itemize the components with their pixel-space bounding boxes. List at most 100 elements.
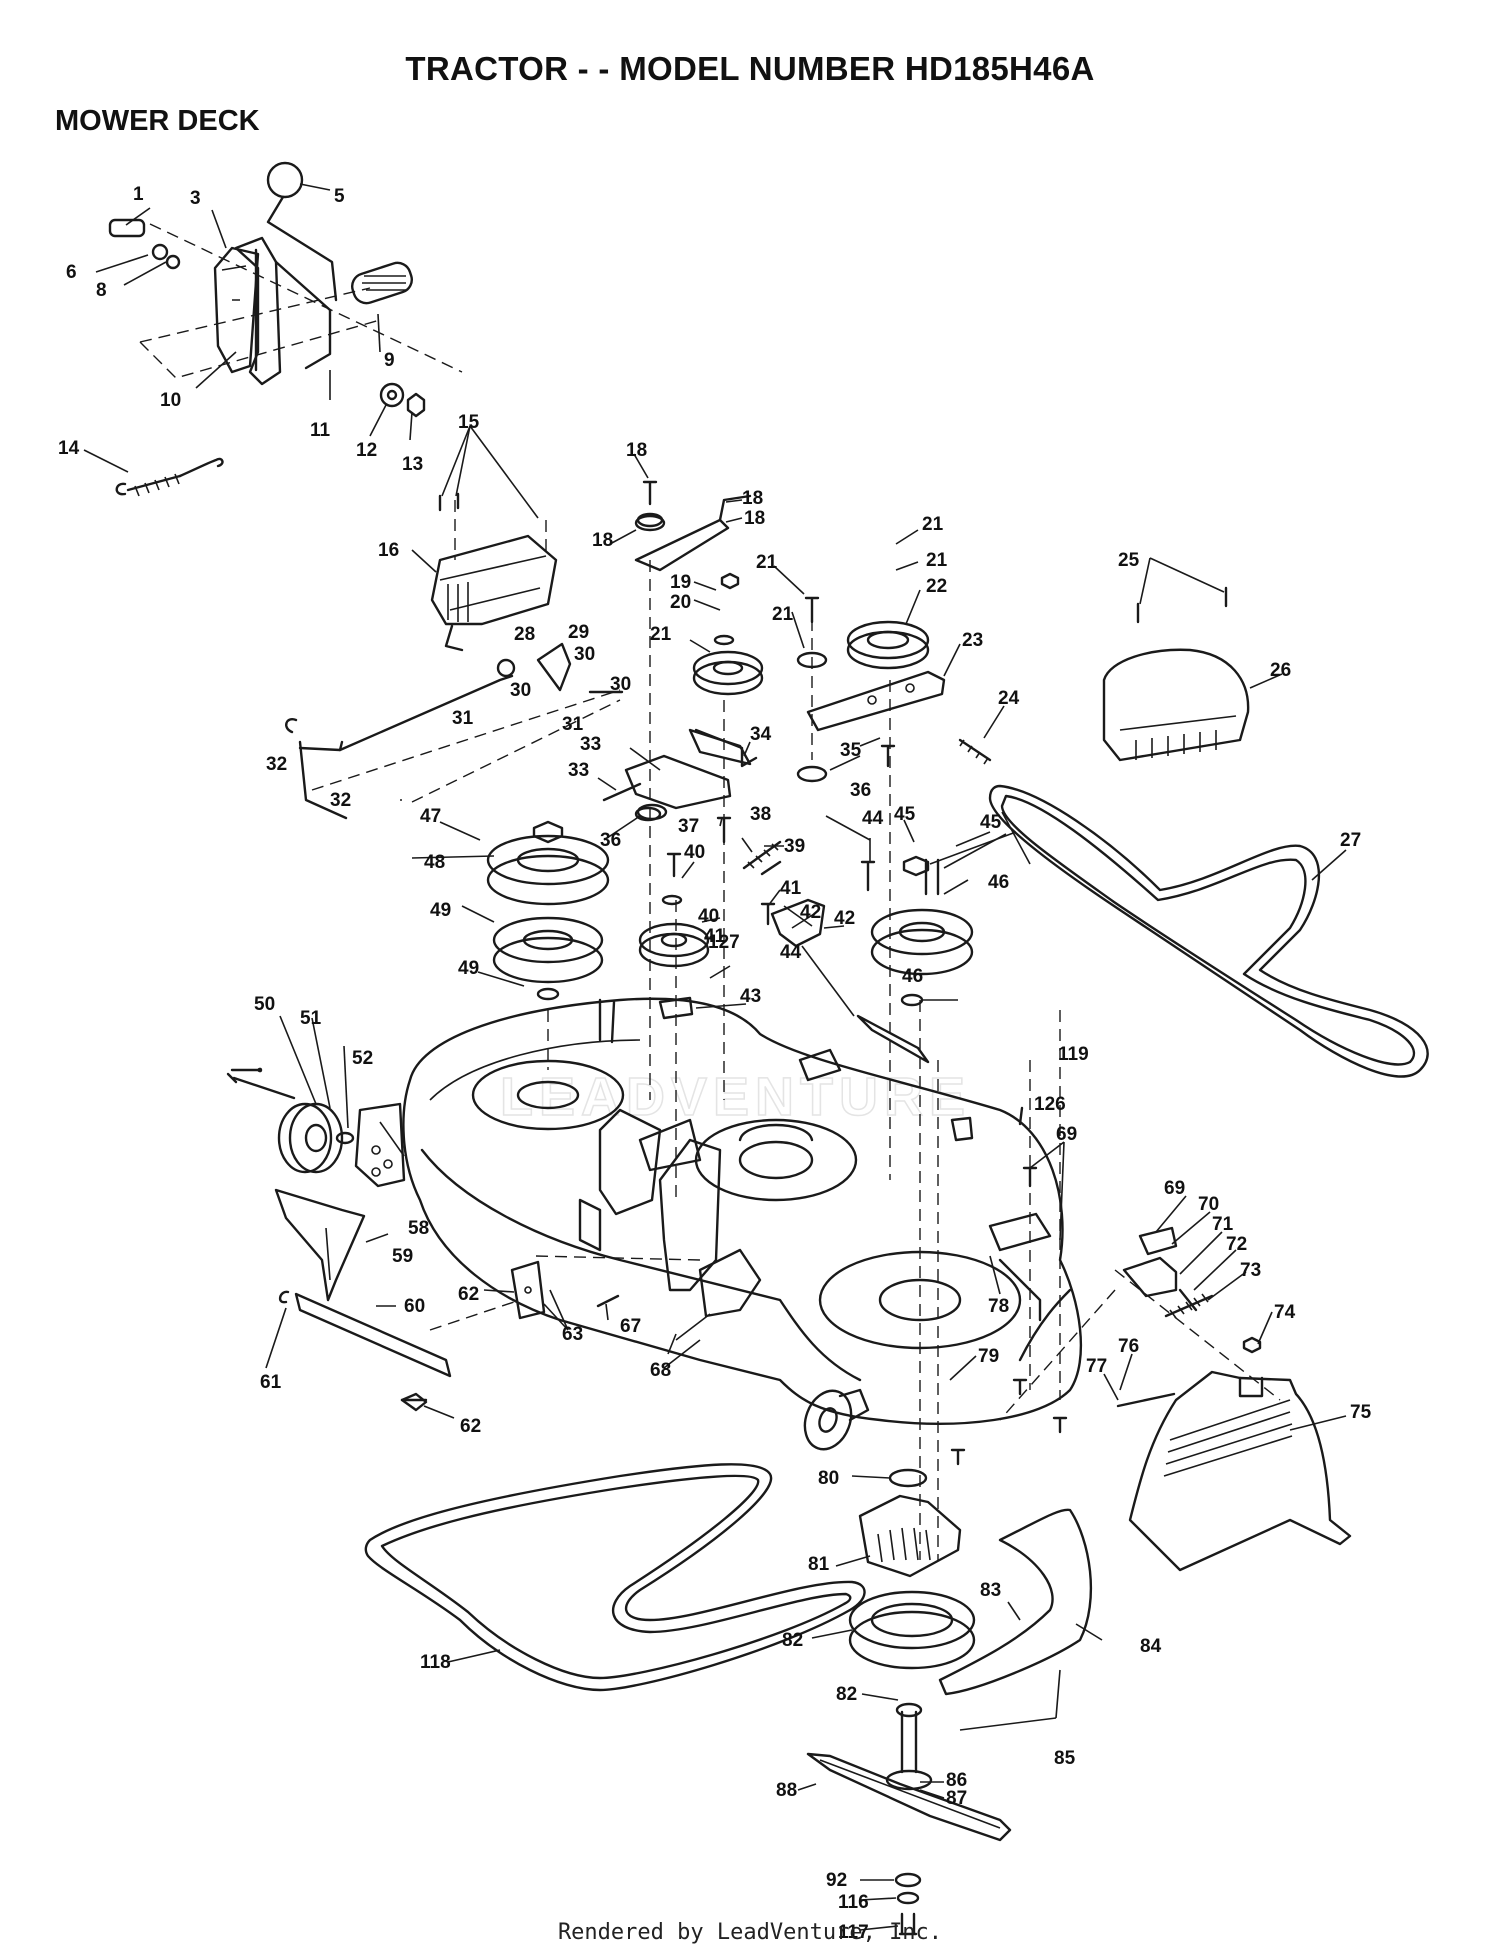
callout-30-left: 44 (862, 808, 884, 829)
callout-1: 68 (650, 1360, 671, 1381)
callout-42-right: 21 (772, 604, 794, 625)
callout-29: 77 (1086, 1356, 1107, 1377)
callout-74: 18 (744, 508, 765, 529)
callout-13: 82 (836, 1684, 857, 1705)
callout-8: 117 (838, 1922, 869, 1943)
callout-73: 38 (750, 804, 771, 825)
watermark-text: LEADVENTURE (500, 1067, 971, 1127)
leader-lines (83, 183, 1347, 1931)
callout-79: 9 (384, 350, 395, 371)
callout-43: 23 (962, 630, 983, 651)
callout-47: 27 (1340, 830, 1361, 851)
callout-77: 3 (190, 188, 201, 209)
callout-61: 41 (780, 878, 802, 899)
callout-10: 92 (826, 1870, 847, 1891)
callout-92: 13 (402, 454, 423, 475)
callout-35: 40 (684, 842, 705, 863)
section-title: MOWER DECK (55, 105, 260, 137)
linkage-rod (285, 642, 624, 820)
callout-42-top: 18 (592, 530, 613, 551)
callout-51: 87 (946, 1788, 967, 1809)
pulley-52 (638, 922, 710, 968)
bracket-22-23 (1122, 1226, 1262, 1354)
callout-80: 8 (96, 280, 107, 301)
bracket-43 (806, 670, 946, 732)
callout-83: 1 (133, 184, 144, 205)
callout-41-top: 18 (626, 440, 647, 461)
callout-69-center: 19 (670, 572, 691, 593)
callout-45-right: 26 (1270, 660, 1291, 681)
callout-62-center: 42 (800, 902, 821, 923)
callout-37: 22 (926, 576, 947, 597)
callout-20: 84 (1140, 1636, 1162, 1657)
callout-85: 20 (670, 592, 691, 613)
callout-21-top: 69 (1056, 1124, 1077, 1145)
baffle-20 (938, 1508, 1093, 1696)
callout-24: 72 (1226, 1234, 1247, 1255)
callout-45-left: 16 (378, 540, 399, 561)
footer-credit: Rendered by LeadVenture, Inc. (557, 1920, 943, 1945)
mower-deck-housing (402, 997, 1083, 1425)
callout-119: 52 (352, 1048, 373, 1069)
callout-126: 33 (580, 734, 601, 755)
callout-14: 81 (808, 1554, 830, 1575)
callout-60: 42 (834, 908, 855, 929)
pulley-32-left (492, 916, 604, 1001)
spindle-assembly (848, 1468, 976, 1791)
callout-44-right: 36 (850, 780, 871, 801)
callout-72: 18 (742, 488, 763, 509)
callout-18-spindle: 126 (1034, 1094, 1066, 1115)
callout-78: 12 (356, 440, 377, 461)
pulley-37 (846, 620, 930, 670)
callout-39: 48 (424, 852, 445, 873)
callout-30-right: 45 (980, 812, 1002, 833)
callout-127: 21 (650, 624, 672, 645)
callout-49-right: 21 (922, 514, 944, 535)
belt-cover-right (1102, 648, 1250, 762)
bracket-63 (510, 1260, 620, 1320)
callout-21-deck: 79 (978, 1346, 999, 1367)
callout-32-left: 49 (430, 900, 451, 921)
callout-5: 61 (260, 1372, 282, 1393)
callout-86: 37 (678, 816, 699, 837)
callout-36-right: 21 (926, 550, 948, 571)
callout-18-mid: 83 (980, 1580, 1001, 1601)
callout-63: 62 (458, 1284, 479, 1305)
callout-59: 34 (750, 724, 772, 745)
callout-16: 82 (782, 1630, 803, 1651)
callout-25: 73 (1240, 1260, 1261, 1281)
callout-12: 86 (946, 1770, 967, 1791)
callout-33-right: 45 (894, 804, 916, 825)
mower-blade-11 (806, 1752, 1012, 1936)
callout-18-bottom: 85 (1054, 1748, 1076, 1769)
diagram-title: TRACTOR - - MODEL NUMBER HD185H46A (405, 50, 1095, 87)
callout-50: 35 (840, 740, 862, 761)
callout-70: 30 (510, 680, 531, 701)
callout-23: 71 (1212, 1214, 1234, 1235)
deck-link-34 (856, 1014, 930, 1064)
callout-33-left: 47 (420, 806, 441, 827)
callout-69-left: 28 (514, 624, 535, 645)
part-callouts: 1 3 5 6 8 9 10 11 12 13 14 15 16 18 18 1… (58, 184, 1372, 1943)
callout-18-right-deck: 119 (1058, 1044, 1089, 1065)
callout-46-left: 15 (458, 412, 480, 433)
spring-62 (115, 457, 224, 497)
callout-44-left: 36 (600, 830, 621, 851)
callout-36-extra: 127 (708, 932, 740, 953)
callout-26: 74 (1274, 1302, 1296, 1323)
idler-arm-74 (634, 494, 752, 572)
callout-28: 76 (1118, 1336, 1139, 1357)
callout-68: 31 (452, 708, 474, 729)
callout-32-right: 46 (988, 872, 1009, 893)
callout-84: 5 (334, 186, 345, 207)
callout-76: 11 (310, 420, 331, 441)
spring-40-right (958, 738, 992, 765)
callout-81: 6 (66, 262, 77, 283)
callout-75: 10 (160, 390, 181, 411)
gauge-wheel-117 (226, 1072, 355, 1174)
alignment-lines (429, 560, 1281, 1560)
front-deck-wheel (803, 1388, 870, 1451)
callout-52: 41 (704, 926, 726, 947)
hanger-bracket-3 (274, 1188, 366, 1302)
callout-62-spring: 14 (58, 438, 80, 459)
